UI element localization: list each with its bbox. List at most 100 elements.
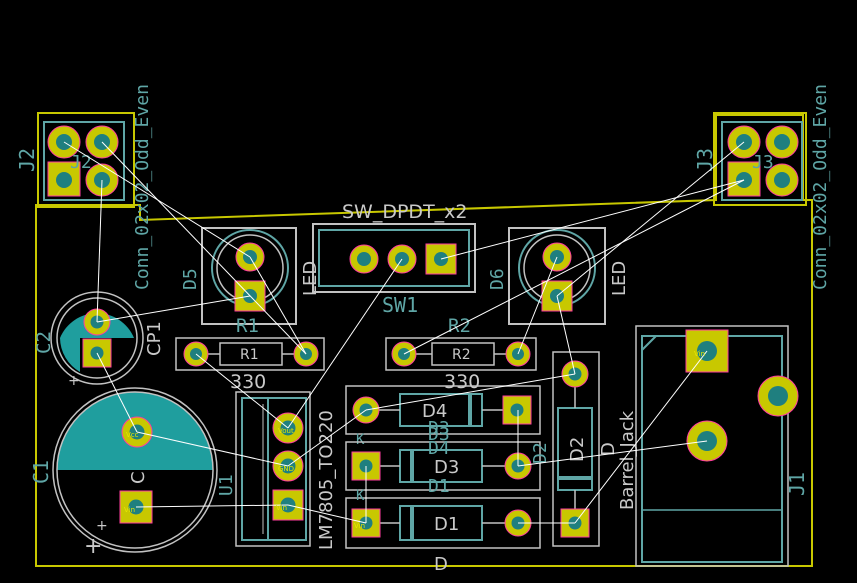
footprint-u1[interactable]: LM7805_TO220 U1 [216,391,337,550]
j2-silk-outline [43,121,125,201]
pad-net-label: Vin [354,522,365,530]
d6-ref-label: D6 [487,268,508,290]
ratsnest-line [136,431,289,467]
ratsnest-line [96,295,251,323]
c1-ref-label: C1 [29,460,53,484]
d4-pin1-hole [510,403,524,417]
d1-ghost-label: D1 [428,476,450,497]
r2-fab-label: R2 [452,347,471,363]
ratsnest-line [101,141,307,355]
d5-ref-label: D5 [180,268,201,290]
footprint-j2[interactable]: J2 J2 Conn_02x02_Odd_Even [15,84,153,290]
d2-fab-label: D2 [567,437,588,462]
u1-ref-label: LM7805_TO220 [316,410,337,550]
j3-pin4-hole [774,134,790,150]
footprint-sw1[interactable]: SW_DPDT_x2 SW1 [312,201,476,317]
footprint-d4[interactable]: D4 D3 K [345,385,541,448]
d3-courtyard [345,441,541,491]
c1-plus-mark: + [84,534,102,559]
ratsnest-line [517,440,708,467]
j3-pin2-hole [774,172,790,188]
pad-net-label: Vout [278,427,294,435]
d4-ref-label: D3 [428,424,450,445]
c1-plus-mark-inner: + [96,518,108,534]
sw1-pin3-hole [357,252,371,266]
footprint-r2[interactable]: R2 R2 330 [385,315,537,393]
c1-value-label: C [128,471,149,484]
d3-value-label: D4 [428,438,450,459]
d2-courtyard [552,351,600,547]
r2-value-label: 330 [444,371,480,393]
pad-net-label: Vin [124,506,135,514]
ratsnest-line [287,504,367,524]
d1-fab-label: D1 [434,514,459,535]
ratsnest-line [287,258,403,429]
ratsnest-line [365,373,576,411]
j3-ghost-label: J3 [752,152,774,173]
j2-ghost-label: J2 [70,152,92,173]
j3-silk-outline [721,121,803,201]
j1-pin3-hole [768,386,788,406]
c1-body [56,391,214,549]
ratsnest-line [403,179,745,355]
j2-ref-label: J2 [15,148,39,172]
j1-courtyard [635,325,789,567]
j1-pin1-marker [641,335,657,351]
footprint-j3[interactable]: J3 J3 Conn_02x02_Odd_Even [693,84,831,290]
sw1-courtyard [312,223,476,293]
j3-pin1-pad[interactable] [727,161,761,197]
ratsnest-line [96,352,138,433]
ratsnest-line [96,179,103,323]
r2-courtyard [385,337,537,371]
footprint-c2[interactable]: + C2 CP1 [33,291,165,389]
ratsnest-line [556,141,745,297]
c2-courtyard [50,291,144,385]
sw1-ref-label: SW1 [382,293,418,317]
d1-value-label: D [434,554,448,575]
ratsnest-line [440,179,745,260]
pad-net-label: Vin [694,350,705,358]
footprint-d5[interactable]: D5 LED [180,227,321,325]
d2-ref-label: D2 [530,442,551,464]
j3-value-label: Conn_02x02_Odd_Even [810,84,831,290]
c2-silk-fill-lower [60,338,80,372]
footprint-d2[interactable]: D2 D2 D [530,351,619,547]
ratsnest-line [195,353,289,429]
board-outline [35,114,813,567]
pad-net-label: Vin [276,504,287,512]
c2-value-label: CP1 [144,321,165,356]
r1-value-label: 330 [230,371,266,393]
j1-value-label: Barrel_Jack [617,410,638,510]
pad-net-label: GND [278,465,294,473]
footprint-r1[interactable]: R1 R1 330 [175,315,325,393]
j3-courtyard [713,112,807,206]
d5-value-label: LED [300,261,321,296]
d5-courtyard [201,227,297,325]
ratsnest-line [135,504,289,508]
footprint-d6[interactable]: D6 LED [487,227,630,325]
c1-courtyard [52,387,218,553]
ratsnest-line [287,409,367,467]
j1-ref-label: J1 [785,472,809,496]
footprint-c1[interactable]: + + C1 C [29,387,218,559]
footprint-d1[interactable]: D1 D1 D K [345,476,541,575]
r1-fab-label: R1 [240,347,259,363]
ratsnest-line [574,350,708,524]
d3-fab-label: D3 [434,457,459,478]
d1-k-mark: K [356,488,365,504]
u1-courtyard [235,391,311,547]
d6-courtyard [508,227,606,325]
r1-courtyard [175,337,325,371]
r1-ref-label: R1 [236,315,259,337]
ratsnest [63,141,745,524]
ratsnest-line [517,256,558,355]
d3-ref-label: D3 [428,418,450,439]
j2-value-label: Conn_02x02_Odd_Even [132,84,153,290]
c2-ref-label: C2 [33,331,55,354]
footprint-j1[interactable]: Barrel_Jack J1 [617,325,809,567]
d4-courtyard [345,385,541,435]
d6-value-label: LED [609,261,630,296]
r1-body [219,342,283,366]
sw1-value-label: SW_DPDT_x2 [342,201,468,223]
